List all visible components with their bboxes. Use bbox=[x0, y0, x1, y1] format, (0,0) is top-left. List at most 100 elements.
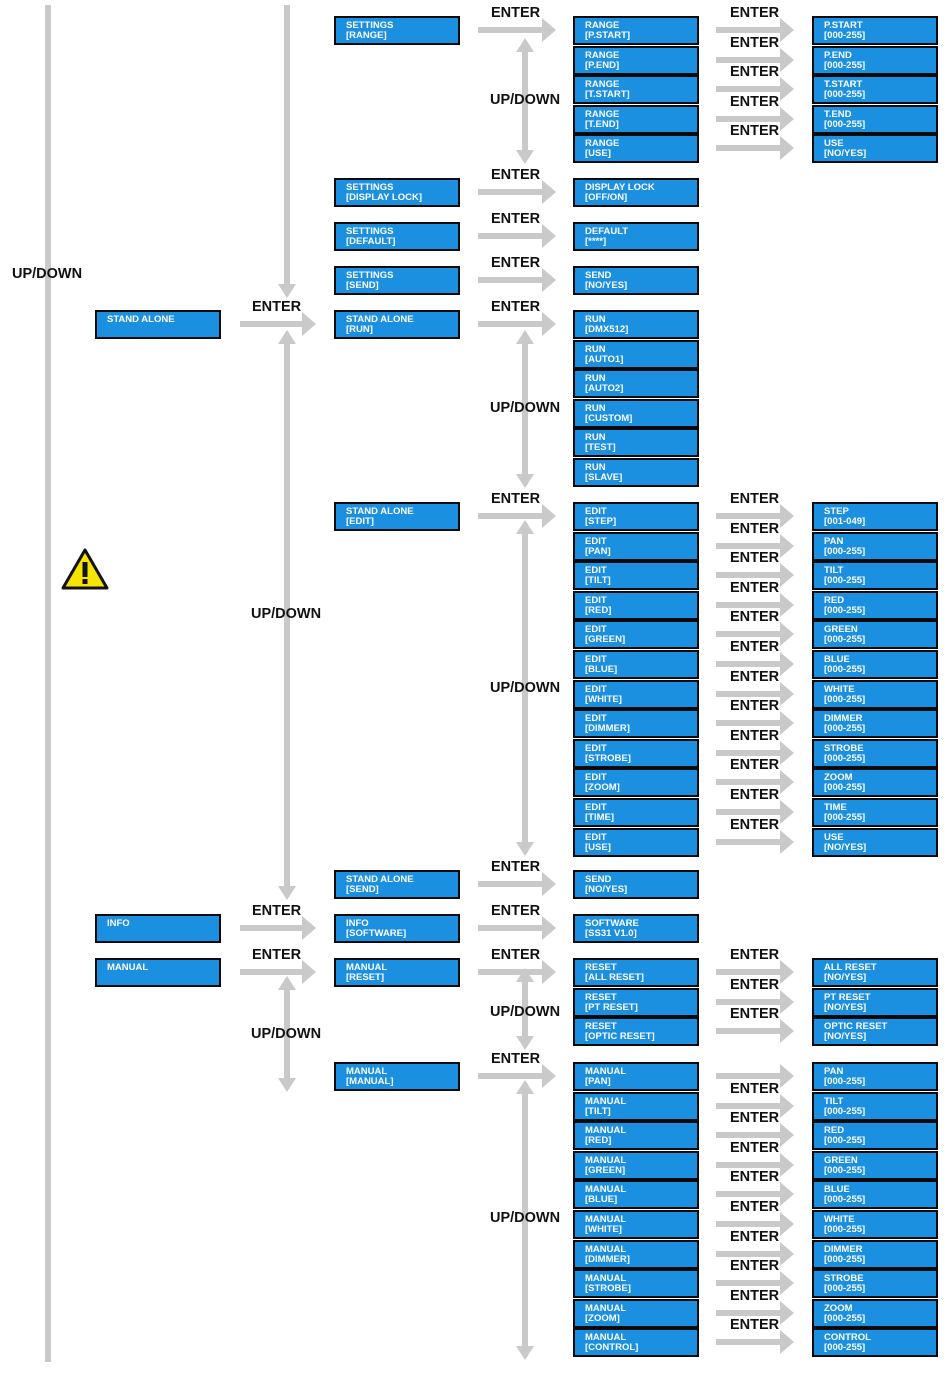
enter-label-c2-0: ENTER bbox=[491, 5, 541, 21]
manual-value-8: ZOOM [000-255] bbox=[812, 1298, 938, 1328]
edit-item-2: EDIT [TILT] bbox=[573, 561, 699, 591]
range-value-4: USE [NO/YES] bbox=[812, 134, 938, 164]
manual-item-7: MANUAL [STROBE] bbox=[573, 1269, 699, 1299]
enter-manual-label-9: ENTER bbox=[730, 1317, 780, 1334]
enter-edit-arrow-2 bbox=[716, 563, 794, 588]
manual-value-5: WHITE [000-255] bbox=[812, 1210, 938, 1239]
updown-label-run: UP/DOWN bbox=[490, 400, 561, 416]
edit-value-1: PAN [000-255] bbox=[812, 531, 938, 561]
reset-item-2: RESET [OPTIC RESET] bbox=[573, 1017, 699, 1047]
range-item-1: RANGE [P.END] bbox=[573, 45, 699, 75]
edit-item-10: EDIT [TIME] bbox=[573, 798, 699, 827]
default-value: DEFAULT [****] bbox=[573, 222, 699, 251]
run-item-4: RUN [TEST] bbox=[573, 428, 699, 458]
standalone-send: STAND ALONE [SEND] bbox=[334, 870, 460, 899]
enter-arrow-c2-3 bbox=[478, 268, 556, 292]
enter-range-arrow-1 bbox=[716, 47, 794, 72]
enter-label-c2-9: ENTER bbox=[491, 1051, 541, 1067]
enter-arrow-c2-6 bbox=[478, 872, 556, 896]
run-item-5: RUN [SLAVE] bbox=[573, 458, 699, 487]
edit-value-11: USE [NO/YES] bbox=[812, 827, 938, 857]
enter-label-c2-7: ENTER bbox=[491, 903, 541, 919]
enter-range-label-3: ENTER bbox=[730, 93, 780, 110]
range-item-0: RANGE [P.START] bbox=[573, 16, 699, 45]
edit-value-10: TIME [000-255] bbox=[812, 798, 938, 827]
edit-item-4: EDIT [GREEN] bbox=[573, 620, 699, 650]
settings-scroll-arrow bbox=[278, 5, 296, 298]
edit-value-4: GREEN [000-255] bbox=[812, 620, 938, 650]
enter-arrow-c1-1 bbox=[240, 916, 316, 940]
enter-range-label-4: ENTER bbox=[730, 123, 780, 140]
enter-edit-arrow-3 bbox=[716, 592, 794, 617]
software-version: SOFTWARE [SS31 V1.0] bbox=[573, 914, 699, 943]
main-menu-info: INFO bbox=[95, 914, 221, 943]
run-item-0: RUN [DMX512] bbox=[573, 310, 699, 339]
edit-item-9: EDIT [ZOOM] bbox=[573, 768, 699, 798]
enter-edit-label-3: ENTER bbox=[730, 579, 780, 596]
run-item-2: RUN [AUTO2] bbox=[573, 369, 699, 399]
range-scroll-arrow bbox=[516, 38, 534, 164]
enter-range-arrow-3 bbox=[716, 106, 794, 131]
reset-value-0: ALL RESET [NO/YES] bbox=[812, 958, 938, 987]
updown-label-edit: UP/DOWN bbox=[490, 680, 561, 696]
enter-edit-arrow-0 bbox=[716, 504, 794, 528]
enter-arrow-c2-2 bbox=[478, 224, 556, 248]
enter-manual-label-4: ENTER bbox=[730, 1169, 780, 1186]
enter-range-arrow-2 bbox=[716, 77, 794, 102]
enter-edit-label-0: ENTER bbox=[730, 491, 780, 507]
range-item-2: RANGE [T.START] bbox=[573, 75, 699, 105]
enter-label-c1-2: ENTER bbox=[252, 947, 302, 963]
manual-item-8: MANUAL [ZOOM] bbox=[573, 1298, 699, 1328]
main-menu-stand-alone: STAND ALONE bbox=[95, 310, 221, 339]
range-item-4: RANGE [USE] bbox=[573, 134, 699, 164]
enter-edit-arrow-5 bbox=[716, 652, 794, 676]
edit-scroll-arrow bbox=[516, 520, 534, 856]
manual-value-7: STROBE [000-255] bbox=[812, 1269, 938, 1299]
standalone-scroll-arrow bbox=[278, 330, 296, 900]
edit-value-2: TILT [000-255] bbox=[812, 561, 938, 591]
enter-edit-label-11: ENTER bbox=[730, 816, 780, 833]
manual-item-9: MANUAL [CONTROL] bbox=[573, 1328, 699, 1358]
info-software: INFO [SOFTWARE] bbox=[334, 914, 460, 943]
edit-item-7: EDIT [DIMMER] bbox=[573, 709, 699, 739]
edit-value-7: DIMMER [000-255] bbox=[812, 709, 938, 739]
enter-reset-label-0: ENTER bbox=[730, 947, 780, 963]
edit-value-9: ZOOM [000-255] bbox=[812, 768, 938, 798]
edit-item-11: EDIT [USE] bbox=[573, 827, 699, 857]
enter-edit-label-10: ENTER bbox=[730, 787, 780, 803]
reset-value-2: OPTIC RESET [NO/YES] bbox=[812, 1017, 938, 1047]
enter-manual-label-6: ENTER bbox=[730, 1228, 780, 1245]
enter-manual-label-1: ENTER bbox=[730, 1080, 780, 1097]
enter-arrow-c2-7 bbox=[478, 916, 556, 940]
main-menu-scroll-line bbox=[45, 5, 51, 1362]
edit-item-3: EDIT [RED] bbox=[573, 590, 699, 620]
edit-item-1: EDIT [PAN] bbox=[573, 531, 699, 561]
enter-edit-arrow-11 bbox=[716, 829, 794, 854]
reset-item-1: RESET [PT RESET] bbox=[573, 987, 699, 1017]
enter-range-label-2: ENTER bbox=[730, 64, 780, 81]
enter-range-arrow-4 bbox=[716, 136, 794, 161]
range-value-1: P.END [000-255] bbox=[812, 45, 938, 75]
enter-manual-label-3: ENTER bbox=[730, 1139, 780, 1156]
manual-value-0: PAN [000-255] bbox=[812, 1062, 938, 1091]
enter-manual-arrow-0 bbox=[716, 1064, 794, 1088]
manual-item-4: MANUAL [BLUE] bbox=[573, 1180, 699, 1210]
enter-reset-arrow-2 bbox=[716, 1019, 794, 1044]
manual-item-2: MANUAL [RED] bbox=[573, 1121, 699, 1151]
enter-arrow-c2-9 bbox=[478, 1064, 556, 1088]
enter-manual-arrow-7 bbox=[716, 1271, 794, 1296]
enter-edit-label-9: ENTER bbox=[730, 757, 780, 774]
enter-manual-label-2: ENTER bbox=[730, 1110, 780, 1127]
enter-range-label-0: ENTER bbox=[730, 5, 780, 21]
enter-label-c2-5: ENTER bbox=[491, 491, 541, 507]
edit-item-6: EDIT [WHITE] bbox=[573, 679, 699, 709]
updown-label-manual-items: UP/DOWN bbox=[490, 1210, 561, 1226]
enter-label-c1-0: ENTER bbox=[252, 299, 302, 315]
enter-edit-arrow-9 bbox=[716, 770, 794, 795]
edit-value-8: STROBE [000-255] bbox=[812, 738, 938, 768]
manual-item-6: MANUAL [DIMMER] bbox=[573, 1239, 699, 1269]
run-item-3: RUN [CUSTOM] bbox=[573, 398, 699, 428]
manual-value-2: RED [000-255] bbox=[812, 1121, 938, 1151]
enter-range-arrow-0 bbox=[716, 18, 794, 42]
